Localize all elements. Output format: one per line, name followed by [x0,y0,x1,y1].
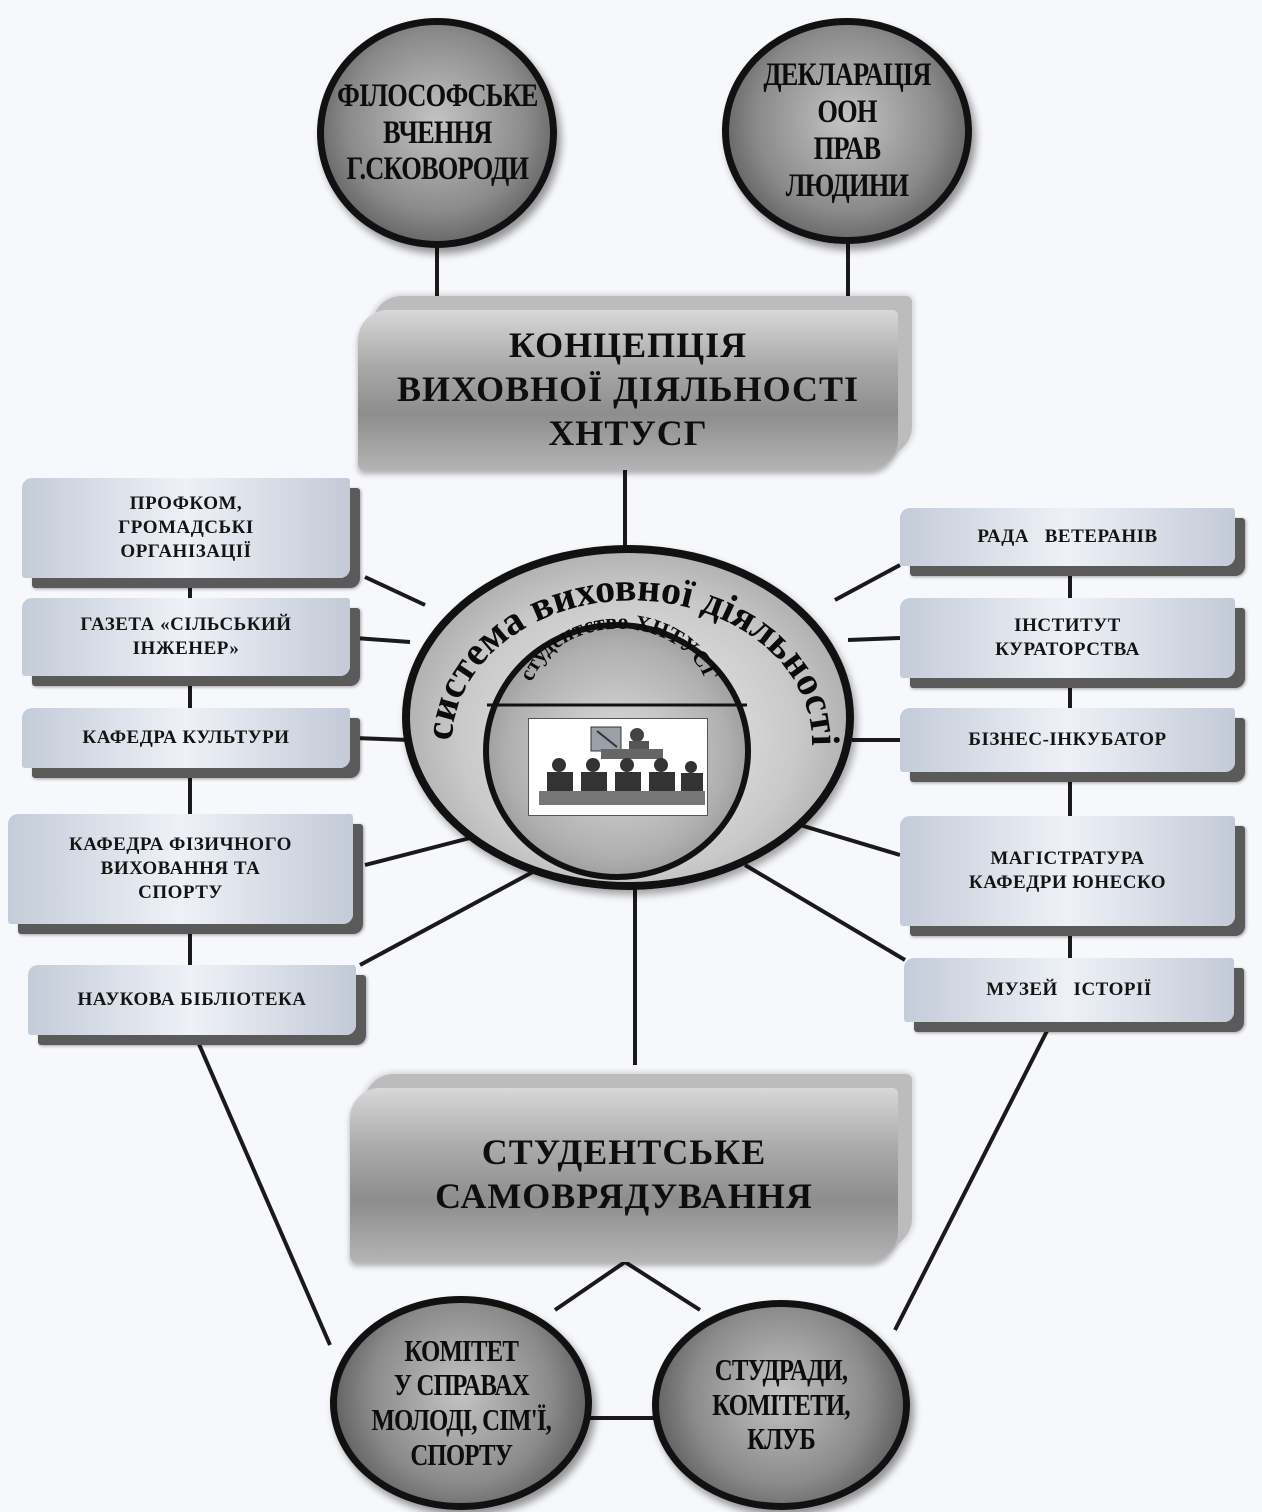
right-box-veterans: РАДА ВЕТЕРАНІВ [900,508,1235,566]
people-emblem-icon [539,726,705,805]
concept-box: КОНЦЕПЦІЯ ВИХОВНОЇ ДІЯЛЬНОСТІ ХНТУСГ [358,310,898,470]
left-box-pe-dept: КАФЕДРА ФІЗИЧНОГО ВИХОВАННЯ ТА СПОРТУ [8,814,353,924]
line-left-box2-to-center [354,636,411,644]
left-box-trade-union: ПРОФКОМ, ГРОМАДСЬКІ ОРГАНІЗАЦІЇ [22,478,350,578]
left-box-label: ПРОФКОМ, ГРОМАДСЬКІ ОРГАНІЗАЦІЇ [118,493,254,562]
line-library-to-bottom-left [193,1034,332,1346]
line-right-box5-to-center [743,863,907,962]
line-right-box2-to-center [847,636,901,642]
right-box-unesco: МАГІСТРАТУРА КАФЕДРИ ЮНЕСКО [900,816,1235,926]
self-government-box-label: СТУДЕНТСЬКЕ САМОВРЯДУВАННЯ [435,1132,813,1216]
student-councils-circle: СТУДРАДИ, КОМІТЕТИ, КЛУБ [652,1300,910,1510]
right-box-label: БІЗНЕС-ІНКУБАТОР [968,729,1167,751]
right-box-curators: ІНСТИТУТ КУРАТОРСТВА [900,598,1235,678]
student-councils-circle-label: СТУДРАДИ, КОМІТЕТИ, КЛУБ [712,1351,850,1457]
concept-box-label: КОНЦЕПЦІЯ ВИХОВНОЇ ДІЯЛЬНОСТІ ХНТУСГ [396,325,860,453]
emblem-image [528,718,708,816]
left-box-label: ГАЗЕТА «СІЛЬСЬКИЙ ІНЖЕНЕР» [80,614,292,659]
right-box-business-incubator: БІЗНЕС-ІНКУБАТОР [900,708,1235,772]
right-box-label: МАГІСТРАТУРА КАФЕДРИ ЮНЕСКО [968,848,1167,893]
line-right-box4-to-center [799,823,901,857]
youth-committee-circle-label: КОМІТЕТ У СПРАВАХ МОЛОДІ, СІМ'Ї, СПОРТУ [371,1332,551,1472]
right-box-museum: МУЗЕЙ ІСТОРІЇ [904,958,1234,1022]
philosophy-circle: ФІЛОСОФСЬКЕ ВЧЕННЯ Г.СКОВОРОДИ [317,18,557,248]
self-government-box: СТУДЕНТСЬКЕ САМОВРЯДУВАННЯ [350,1088,898,1262]
left-box-newspaper: ГАЗЕТА «СІЛЬСЬКИЙ ІНЖЕНЕР» [22,598,350,676]
line-left-box3-to-center [354,736,411,742]
line-left-box1-to-center [364,575,426,607]
left-box-culture-dept: КАФЕДРА КУЛЬТУРИ [22,708,350,768]
line-left-box4-to-center [364,836,471,867]
line-selfgov-to-bottom-left [553,1260,627,1312]
un-declaration-circle-label: ДЕКЛАРАЦІЯ ООН ПРАВ ЛЮДИНИ [763,57,931,204]
right-box-label: ІНСТИТУТ КУРАТОРСТВА [995,615,1140,660]
line-museum-to-bottom-right [893,1024,1052,1331]
line-selfgov-to-bottom-right [623,1260,702,1312]
left-box-label: КАФЕДРА КУЛЬТУРИ [82,727,290,749]
left-box-label: КАФЕДРА ФІЗИЧНОГО ВИХОВАННЯ ТА СПОРТУ [69,834,292,903]
line-right-box1-to-center [834,563,901,602]
right-box-label: РАДА ВЕТЕРАНІВ [977,526,1158,548]
line-left-box5-to-center [359,858,556,967]
right-box-label: МУЗЕЙ ІСТОРІЇ [986,979,1152,1001]
philosophy-circle-label: ФІЛОСОФСЬКЕ ВЧЕННЯ Г.СКОВОРОДИ [336,77,538,188]
left-box-label: НАУКОВА БІБЛІОТЕКА [77,989,307,1011]
left-box-library: НАУКОВА БІБЛІОТЕКА [28,965,356,1035]
youth-committee-circle: КОМІТЕТ У СПРАВАХ МОЛОДІ, СІМ'Ї, СПОРТУ [330,1296,592,1510]
un-declaration-circle: ДЕКЛАРАЦІЯ ООН ПРАВ ЛЮДИНИ [722,18,972,244]
